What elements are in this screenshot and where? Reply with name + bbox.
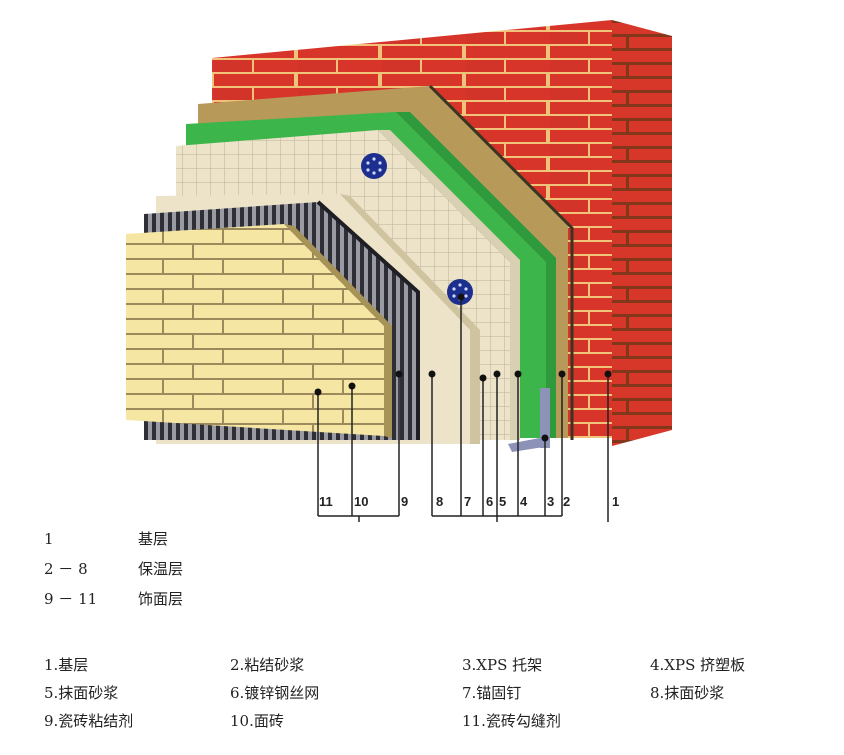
layer-legend: 1.基层 2.粘结砂浆 3.XPS 托架 4.XPS 挤塑板 5.抹面砂浆 6.…: [44, 651, 834, 735]
leader-lines: [317, 297, 609, 522]
summary-row: 9 － 11 饰面层: [44, 584, 183, 614]
legend-item: 8.抹面砂浆: [650, 684, 725, 702]
callout-3: 3: [547, 494, 554, 509]
legend-row: 9.瓷砖粘结剂 10.面砖 11.瓷砖勾缝剂: [44, 707, 834, 735]
summary-label: 饰面层: [138, 590, 184, 608]
legend-item: 9.瓷砖粘结剂: [44, 712, 134, 730]
legend-row: 1.基层 2.粘结砂浆 3.XPS 托架 4.XPS 挤塑板: [44, 651, 834, 679]
legend-item: 7.锚固钉: [462, 684, 522, 702]
legend-item: 2.粘结砂浆: [230, 656, 305, 674]
summary-range: 2 － 8: [44, 560, 88, 578]
summary-row: 1 基层: [44, 524, 183, 554]
legend-item: 4.XPS 挤塑板: [650, 656, 746, 674]
callout-1: 1: [612, 494, 619, 509]
callout-labels: 11 10 9 8 7 6 5 4 3 2 1: [319, 494, 619, 509]
callout-7: 7: [464, 494, 471, 509]
callout-8: 8: [436, 494, 443, 509]
legend-item: 10.面砖: [230, 712, 284, 730]
callout-10: 10: [354, 494, 368, 509]
legend-item: 5.抹面砂浆: [44, 684, 119, 702]
legend-item: 1.基层: [44, 656, 89, 674]
anchor-icon: [447, 279, 473, 305]
summary-range: 9 － 11: [44, 590, 98, 608]
legend-item: 11.瓷砖勾缝剂: [462, 712, 561, 730]
legend-item: 6.镀锌钢丝网: [230, 684, 320, 702]
callout-9: 9: [401, 494, 408, 509]
summary-label: 基层: [138, 530, 169, 548]
layer-group-summary: 1 基层 2 － 8 保温层 9 － 11 饰面层: [44, 524, 183, 614]
callout-11: 11: [319, 494, 333, 509]
callout-2: 2: [563, 494, 570, 509]
legend-item: [650, 707, 820, 735]
leader-dots: [314, 293, 612, 442]
callout-5: 5: [499, 494, 506, 509]
summary-range: 1: [44, 530, 54, 548]
layer-face-tile: [126, 224, 384, 436]
wall-insulation-diagram: 11 10 9 8 7 6 5 4 3 2 1: [126, 20, 672, 522]
legend-row: 5.抹面砂浆 6.镀锌钢丝网 7.锚固钉 8.抹面砂浆: [44, 679, 834, 707]
legend-item: 3.XPS 托架: [462, 656, 543, 674]
callout-4: 4: [520, 494, 528, 509]
summary-label: 保温层: [138, 560, 184, 578]
callout-6: 6: [486, 494, 493, 509]
anchor-icon: [361, 153, 387, 179]
summary-row: 2 － 8 保温层: [44, 554, 183, 584]
